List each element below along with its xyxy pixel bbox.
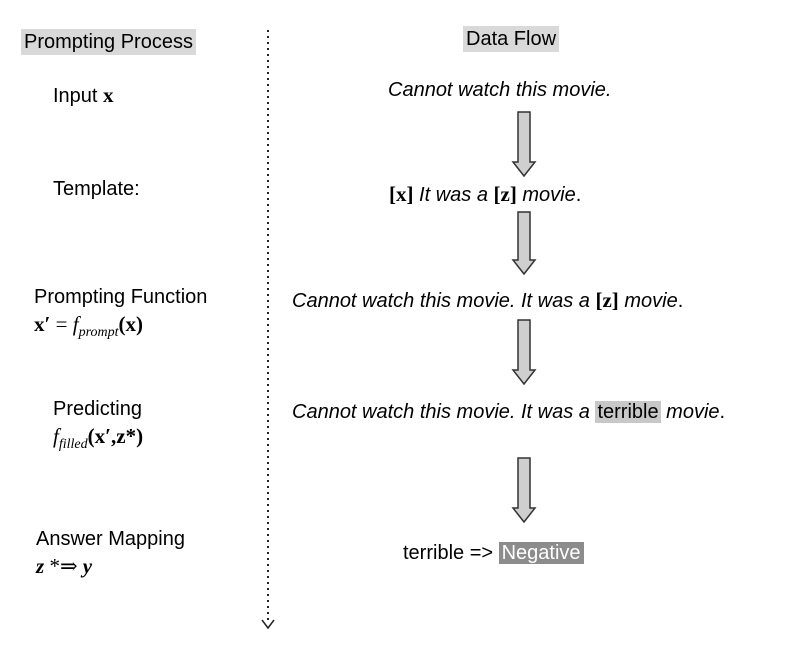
prompt-z-slot: [z]: [595, 288, 619, 312]
prompt-text: Cannot watch this movie. It was a: [292, 290, 596, 312]
flow-arrow-icon-2: [511, 211, 537, 276]
step-answer-math: z *⇒ y: [36, 554, 92, 579]
flow-arrow-icon-1: [511, 111, 537, 178]
flow-mapping: terrible => Negative: [403, 539, 584, 567]
template-z-slot: [z]: [493, 182, 517, 206]
step-prompting-label: Prompting Function: [34, 286, 208, 308]
predicted-answer-highlight: terrible: [595, 401, 661, 423]
step-input: Input x: [53, 82, 114, 109]
flow-input-text: Cannot watch this movie.: [388, 79, 612, 101]
flow-arrow-icon-4: [511, 457, 537, 524]
prompting-math-f: f: [72, 312, 79, 336]
flow-prompt: Cannot watch this movie. It was a [z] mo…: [292, 286, 683, 315]
prompting-process-header: Prompting Process: [21, 29, 196, 55]
flow-predicted: Cannot watch this movie. It was a terrib…: [292, 398, 725, 426]
prompting-math-lhs: x′: [34, 312, 51, 336]
predicting-math-arg: (x′,z*): [87, 424, 144, 448]
prompt-end: movie: [618, 290, 678, 312]
step-prompting-math: x′ = fprompt(x): [34, 312, 144, 340]
prompt-period: .: [677, 290, 684, 312]
template-period: .: [575, 184, 582, 206]
predicted-period: .: [719, 401, 726, 423]
prompting-math-eq: =: [50, 312, 73, 336]
predicting-math-sub: filled: [58, 437, 88, 452]
answer-math-z: z: [36, 554, 45, 578]
step-input-math: x: [103, 83, 114, 107]
flow-arrows: [511, 111, 537, 524]
step-answer-label: Answer Mapping: [36, 528, 185, 550]
answer-math-arrow: *⇒: [44, 554, 83, 578]
template-mid: It was a: [413, 184, 494, 206]
step-predicting-label: Predicting: [53, 398, 142, 420]
step-template-label: Template:: [53, 178, 140, 200]
template-end: movie: [516, 184, 576, 206]
step-input-label: Input: [53, 85, 98, 107]
step-predicting-math: ffilled(x′,z*): [53, 424, 144, 452]
flow-template: [x] It was a [z] movie.: [389, 180, 581, 209]
data-flow-header: Data Flow: [463, 26, 560, 52]
negative-label-badge: Negative: [498, 542, 584, 564]
answer-math-y: y: [82, 554, 93, 578]
template-x-slot: [x]: [389, 182, 414, 206]
predicted-text: Cannot watch this movie. It was a: [292, 401, 596, 423]
prompting-math-arg: (x): [118, 312, 144, 336]
divider-arrowhead-icon: [261, 619, 275, 630]
prompting-math-sub: prompt: [78, 325, 119, 340]
predicting-math-f: f: [53, 424, 59, 448]
mapping-text: terrible =>: [403, 542, 499, 564]
flow-arrow-icon-3: [511, 319, 537, 386]
predicted-end: movie: [660, 401, 720, 423]
